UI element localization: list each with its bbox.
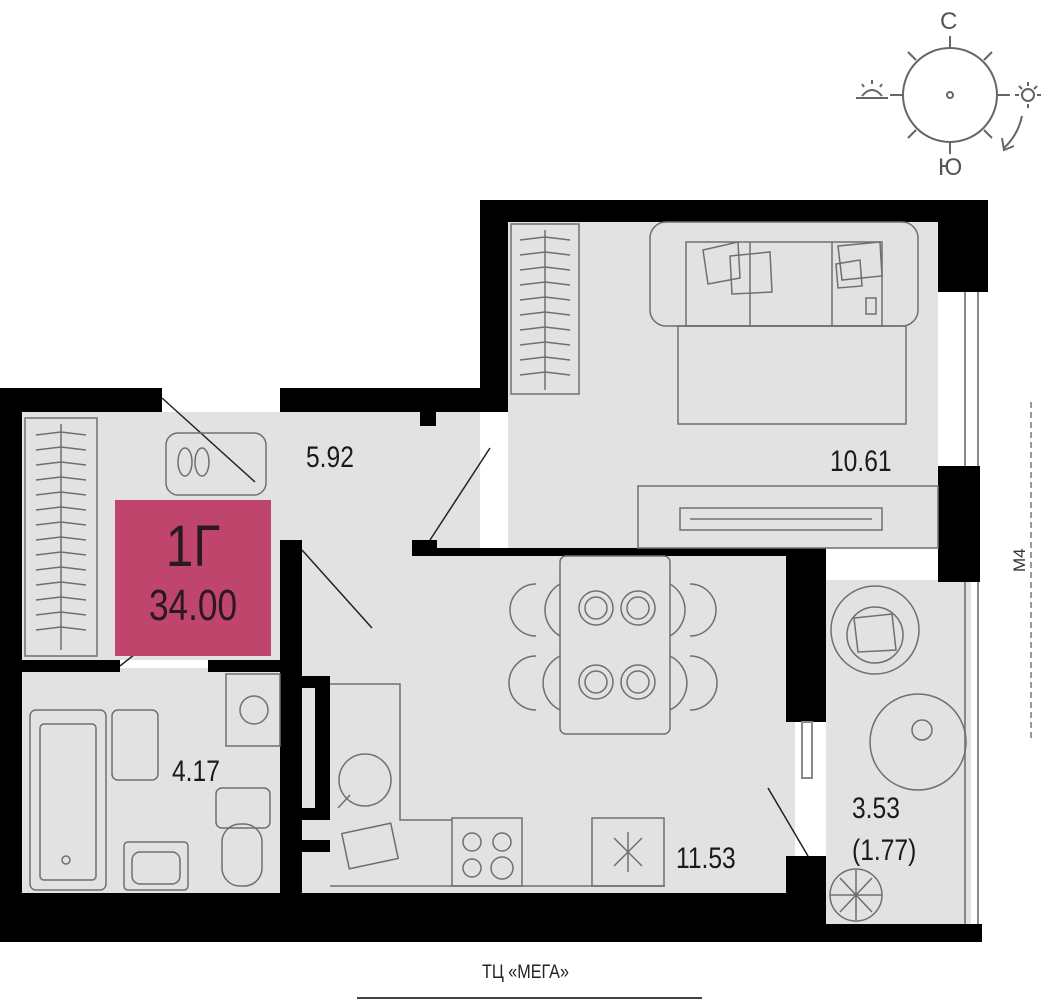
room-area-kitchen: 11.53: [676, 842, 736, 875]
apartment-type: 1Г: [165, 514, 221, 579]
side-table: [869, 693, 967, 791]
bottom-landmark: ТЦ «МЕГА»: [482, 962, 569, 983]
compass-south-label: Ю: [938, 154, 963, 181]
kitchen-counter: [330, 683, 665, 887]
plant: [829, 868, 883, 922]
bathtub: [29, 709, 107, 891]
room-area-bathroom: 4.17: [172, 755, 220, 788]
apartment-total-area: 34.00: [148, 581, 238, 630]
road-label: М4: [1010, 548, 1029, 572]
armchair: [830, 585, 920, 675]
tv-stand: [637, 485, 939, 549]
room-area-hallway: 5.92: [306, 441, 354, 474]
furniture: [24, 221, 967, 922]
toilet: [215, 787, 271, 887]
shoe-mat: [165, 432, 267, 496]
washing-machine: [225, 673, 281, 747]
compass-north-label: С: [940, 8, 958, 35]
bath-mat: [111, 709, 159, 781]
bottom-line: [357, 997, 702, 999]
sofa: [649, 221, 919, 425]
compass: [856, 36, 1041, 154]
dining-table: [508, 555, 718, 735]
apartment-badge: 1Г 34.00: [115, 500, 271, 656]
road-marker: [1030, 402, 1032, 738]
wardrobe-bedroom: [510, 223, 580, 395]
sink: [123, 841, 189, 891]
door-swings: [119, 397, 809, 857]
wardrobe-hall: [24, 417, 98, 657]
room-area-balcony: 3.53: [852, 792, 900, 825]
room-area-bedroom: 10.61: [830, 445, 892, 478]
walls: [0, 200, 988, 942]
room-reduced-area-balcony: (1.77): [852, 834, 917, 867]
